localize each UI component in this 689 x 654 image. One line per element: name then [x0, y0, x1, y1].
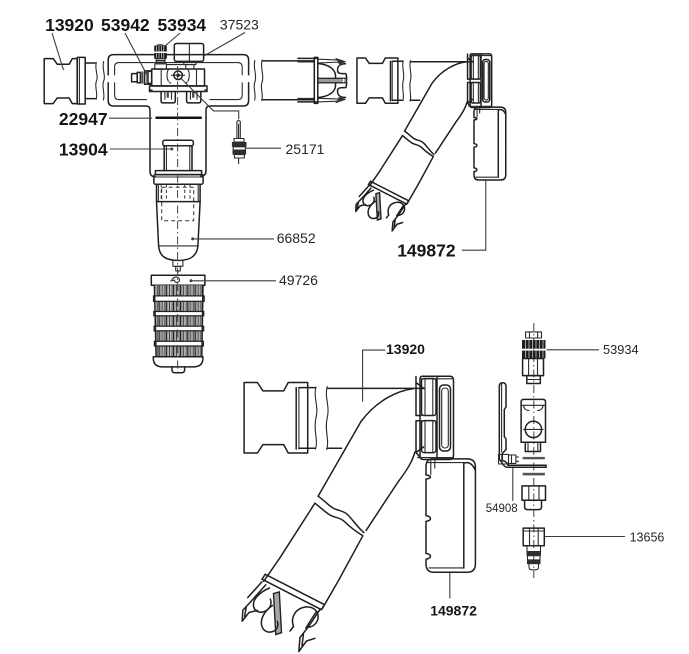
svg-text:53942: 53942: [101, 15, 150, 35]
svg-text:53934: 53934: [158, 15, 207, 35]
svg-text:13920: 13920: [45, 15, 94, 35]
svg-text:13904: 13904: [59, 139, 108, 159]
svg-text:25171: 25171: [286, 141, 325, 157]
svg-text:54908: 54908: [486, 503, 518, 515]
svg-text:13656: 13656: [630, 531, 665, 545]
svg-text:53934: 53934: [603, 342, 639, 357]
svg-text:49726: 49726: [279, 272, 318, 288]
svg-text:37523: 37523: [220, 17, 259, 33]
svg-text:22947: 22947: [59, 109, 108, 129]
svg-text:13920: 13920: [386, 341, 425, 357]
svg-text:66852: 66852: [277, 230, 316, 246]
svg-text:149872: 149872: [397, 241, 456, 261]
svg-text:149872: 149872: [430, 602, 477, 618]
